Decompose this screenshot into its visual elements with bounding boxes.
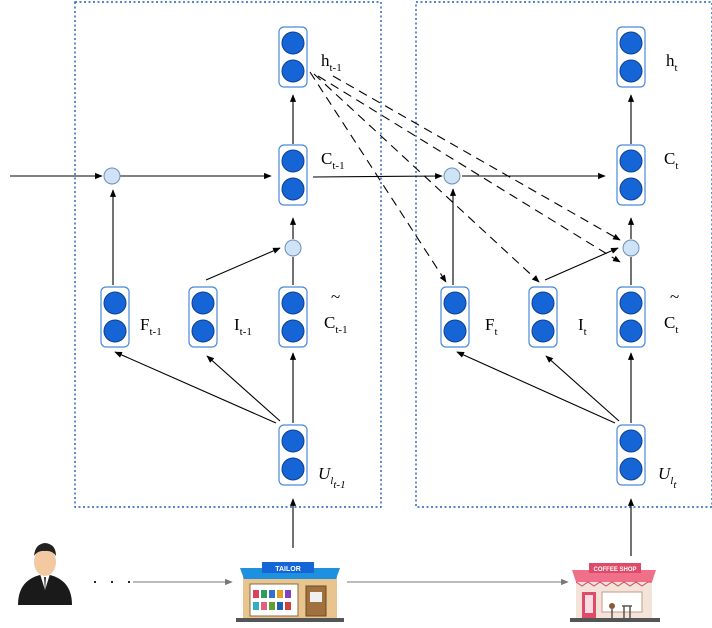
left-input-gate xyxy=(284,239,302,257)
connections xyxy=(10,94,635,556)
label-f-right: Ft xyxy=(485,315,498,338)
label-ctilde-tilde-left: ~ xyxy=(331,287,340,306)
left-forget-gate xyxy=(103,167,121,185)
label-c-left: Ct-1 xyxy=(321,149,345,172)
node-u-right xyxy=(616,424,646,486)
node-c-left xyxy=(278,144,308,206)
label-h-left: ht-1 xyxy=(321,51,342,74)
label-c-right: Ct xyxy=(664,149,678,172)
recurrent-dashed-connections xyxy=(309,71,621,283)
tailor-shop-icon: TAILOR xyxy=(236,562,344,622)
node-h-left xyxy=(278,26,308,88)
person-icon xyxy=(18,543,72,605)
right-cell-box xyxy=(415,1,712,508)
node-c-right xyxy=(616,144,646,206)
nodes xyxy=(100,26,646,486)
label-i-left: It-1 xyxy=(234,315,252,338)
node-f-right xyxy=(440,286,470,348)
ellipsis: · · · xyxy=(92,571,135,591)
left-cell-box xyxy=(74,1,382,508)
node-i-left xyxy=(188,286,218,348)
node-ctilde-left xyxy=(278,286,308,348)
label-ctilde-right: Ct xyxy=(664,313,678,336)
right-input-gate xyxy=(622,239,640,257)
labels: ht-1 Ct-1 Ft-1 It-1 ~ Ct-1 Ult-1 ht Ct F… xyxy=(92,51,679,591)
label-i-right: It xyxy=(578,315,587,338)
label-u-left: Ult-1 xyxy=(318,464,346,491)
coffee-sign: COFFEE SHOP xyxy=(593,567,636,573)
node-f-left xyxy=(100,286,130,348)
label-u-right: Ult xyxy=(658,464,677,491)
tailor-sign: TAILOR xyxy=(275,566,301,573)
label-h-right: ht xyxy=(666,51,678,74)
node-ctilde-right xyxy=(616,286,646,348)
label-ctilde-tilde-right: ~ xyxy=(670,287,679,306)
node-i-right xyxy=(528,286,558,348)
right-forget-gate xyxy=(443,167,461,185)
node-h-right xyxy=(616,26,646,88)
label-ctilde-left: Ct-1 xyxy=(324,313,348,336)
gates xyxy=(103,167,640,257)
label-f-left: Ft-1 xyxy=(140,315,162,338)
coffee-shop-icon: COFFEE SHOP xyxy=(570,563,660,622)
node-u-left xyxy=(278,424,308,486)
